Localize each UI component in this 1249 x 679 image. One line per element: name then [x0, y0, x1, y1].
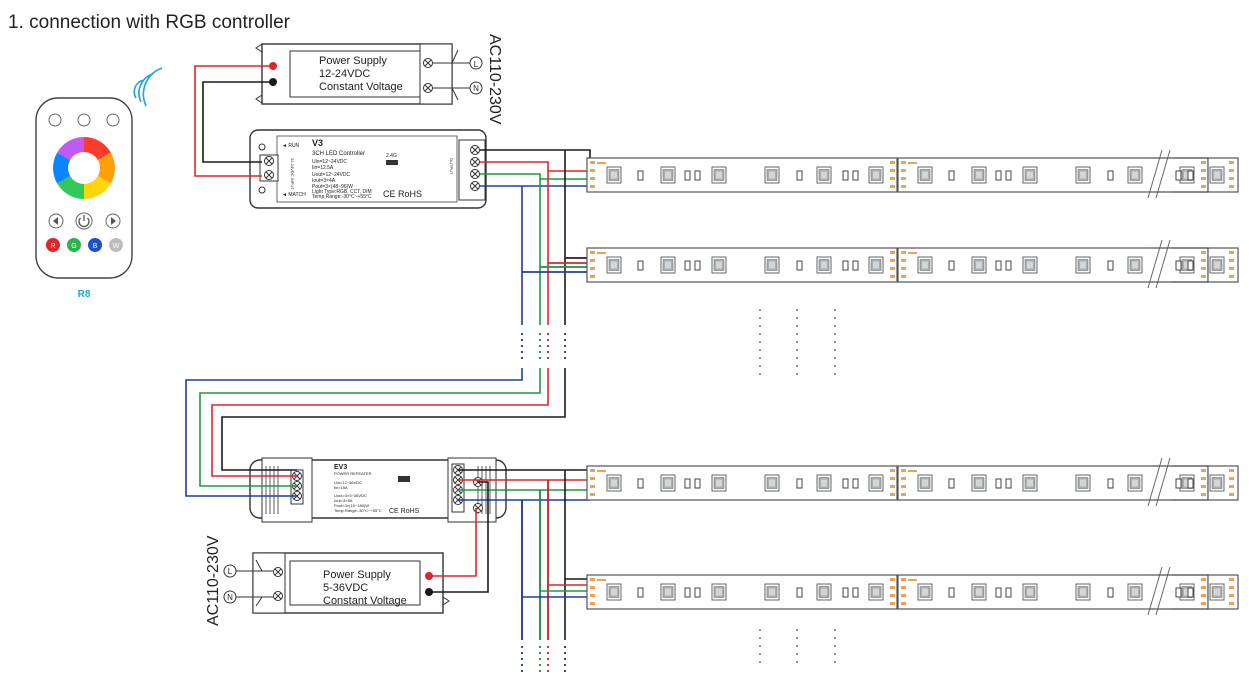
svg-text:POWER REPEATER: POWER REPEATER	[334, 471, 372, 476]
repeater-ev3: EV3 POWER REPEATER Uin=12~36VDC Iin=15A …	[249, 457, 507, 523]
svg-text:G: G	[71, 243, 76, 250]
svg-text:◄ MATCH: ◄ MATCH	[282, 192, 306, 198]
svg-text:V3: V3	[312, 138, 323, 148]
svg-text:Constant Voltage: Constant Voltage	[319, 81, 403, 93]
red-button	[46, 238, 60, 252]
svg-text:Iin=15A: Iin=15A	[334, 485, 348, 490]
ac-input-label-bottom: AC110-230V	[205, 535, 222, 626]
page-title: 1. connection with RGB controller	[8, 12, 291, 33]
svg-text:Constant Voltage: Constant Voltage	[323, 595, 407, 607]
svg-text:B: B	[93, 243, 98, 250]
svg-text:CE RoHS: CE RoHS	[383, 189, 422, 199]
led-strip-row-2	[587, 248, 1208, 282]
svg-text:CE RoHS: CE RoHS	[389, 508, 420, 515]
svg-text:2.4G: 2.4G	[386, 153, 397, 159]
led-strip-row-1	[587, 150, 1208, 200]
svg-text:Light Type:RGB, CCT, DIM: Light Type:RGB, CCT, DIM	[312, 189, 372, 195]
remote-control: R G B W R8	[35, 67, 163, 300]
green-button	[67, 238, 81, 252]
svg-text:Uin=12~36VDC: Uin=12~36VDC	[334, 480, 362, 485]
svg-text:N: N	[227, 593, 233, 602]
remote-model-label: R8	[78, 289, 91, 300]
svg-text:N: N	[473, 84, 479, 93]
svg-text:Uin=12~24VDC: Uin=12~24VDC	[312, 159, 347, 165]
svg-text:Power Supply: Power Supply	[323, 569, 391, 581]
continuation-dots	[759, 309, 836, 663]
svg-text:W: W	[113, 243, 120, 250]
svg-text:Uout=3×5~36VDC: Uout=3×5~36VDC	[334, 493, 367, 498]
led-strip-row-4	[587, 575, 1208, 609]
svg-text:5-36VDC: 5-36VDC	[323, 582, 368, 594]
svg-text:Uout=12~24VDC: Uout=12~24VDC	[312, 172, 350, 178]
wireless-signal-icon	[133, 67, 163, 107]
play-pause-icon	[77, 113, 91, 127]
svg-text:OUTPUT: OUTPUT	[449, 158, 454, 175]
svg-text:EV3: EV3	[334, 464, 347, 471]
strip-break-marks	[1147, 149, 1239, 616]
svg-text:12-24VDC INPUT: 12-24VDC INPUT	[290, 158, 295, 190]
svg-text:Power Supply: Power Supply	[319, 55, 387, 67]
svg-text:3CH LED Controller: 3CH LED Controller	[312, 151, 365, 157]
svg-text:Iin=12.5A: Iin=12.5A	[312, 165, 334, 171]
svg-text:Pout=3×(48~96)W: Pout=3×(48~96)W	[312, 184, 353, 190]
svg-text:Iout=3×4A: Iout=3×4A	[312, 178, 336, 184]
svg-text:L: L	[474, 60, 479, 69]
save-icon	[106, 113, 120, 127]
svg-text:R: R	[50, 243, 55, 250]
led-strip-row-3	[587, 466, 1208, 500]
svg-text:Pout=3×(15~180)W: Pout=3×(15~180)W	[334, 503, 369, 508]
ac-input-label-top: AC110-230V	[486, 34, 503, 125]
power-supply-top: Power Supply 12-24VDC Constant Voltage	[255, 43, 453, 105]
svg-text:12-24VDC: 12-24VDC	[319, 68, 370, 80]
power-supply-bottom: Power Supply 5-36VDC Constant Voltage	[252, 552, 450, 614]
blue-button	[88, 238, 102, 252]
power-cycle-icon	[48, 113, 62, 127]
svg-text:Temp.Range:-30°C~+55°C: Temp.Range:-30°C~+55°C	[312, 194, 372, 200]
svg-text:◄ RUN: ◄ RUN	[282, 143, 300, 149]
svg-text:Iout=3×5A: Iout=3×5A	[334, 498, 353, 503]
color-wheel-icon	[53, 137, 115, 199]
controller-v3: ◄ RUN ◄ MATCH V3 3CH LED Controller Uin=…	[249, 129, 487, 209]
svg-text:Temp.Range:-30°C~+55°C: Temp.Range:-30°C~+55°C	[334, 508, 382, 513]
svg-text:L: L	[228, 567, 233, 576]
white-button	[109, 238, 123, 252]
